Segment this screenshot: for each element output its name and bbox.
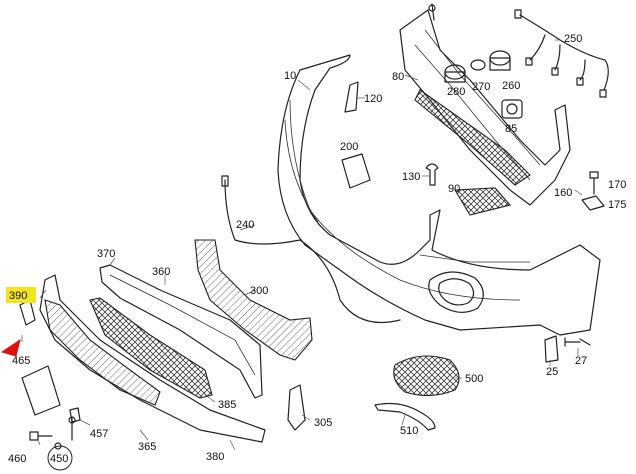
callout-25: 25 [546,366,558,378]
fog-grille-500 [393,355,460,397]
leader-lines [21,39,583,451]
reinforcement-300 [194,239,313,361]
control-module [341,153,371,189]
lower-grille-385 [89,297,213,399]
callout-175: 175 [608,199,626,211]
callout-365: 365 [138,441,156,453]
callout-90: 90 [448,183,460,195]
callout-circle-450 [47,445,73,471]
part-390 [19,299,36,326]
callout-510: 510 [400,425,418,437]
callout-280: 280 [447,86,465,98]
bracket-305 [287,384,306,431]
pin-27 [564,337,591,347]
callout-305: 305 [314,417,332,429]
bracket-120 [344,81,359,113]
callout-27: 27 [575,355,587,367]
callout-250: 250 [564,33,582,45]
callout-160: 160 [554,187,572,199]
lower-frame-380 [39,274,266,443]
plate-bracket [21,365,61,416]
callout-10: 10 [284,70,296,82]
bracket-25 [544,335,559,363]
callout-85: 85 [505,123,517,135]
callout-labels: 10 80 120 200 250 270 260 280 85 130 90 … [6,33,626,471]
callout-450: 450 [50,453,68,465]
chrome-strip-510 [374,402,436,431]
upper-grille-mesh [454,187,512,216]
center-grille-mesh [414,89,531,186]
clip-130 [425,163,439,186]
screw-460 [29,431,53,441]
callout-300: 300 [250,285,268,297]
callout-200: 200 [340,141,358,153]
highlight-box-390 [6,287,36,303]
sensor-cable [224,179,401,324]
park-sensors [444,50,523,119]
red-pointer-marker [0,338,21,357]
lower-carrier-365 [44,299,161,406]
callout-460: 460 [8,453,26,465]
callout-360: 360 [152,266,170,278]
callout-385: 385 [218,399,236,411]
callout-457: 457 [90,428,108,440]
callout-465: 465 [12,355,30,367]
callout-390: 390 [9,290,27,302]
callout-370: 370 [97,248,115,260]
callout-260: 260 [502,80,520,92]
callout-130: 130 [402,171,420,183]
lower-spoiler-360 [99,264,263,399]
nut-175 [581,195,605,211]
wire-harness [514,9,609,98]
callout-500: 500 [465,373,483,385]
callout-380: 380 [206,451,224,463]
bolt-170 [589,171,599,195]
callout-170: 170 [608,179,626,191]
callout-240: 240 [236,219,254,231]
callout-270: 270 [472,81,490,93]
callout-120: 120 [364,93,382,105]
callout-80: 80 [392,71,404,83]
bumper-cover [277,54,601,336]
